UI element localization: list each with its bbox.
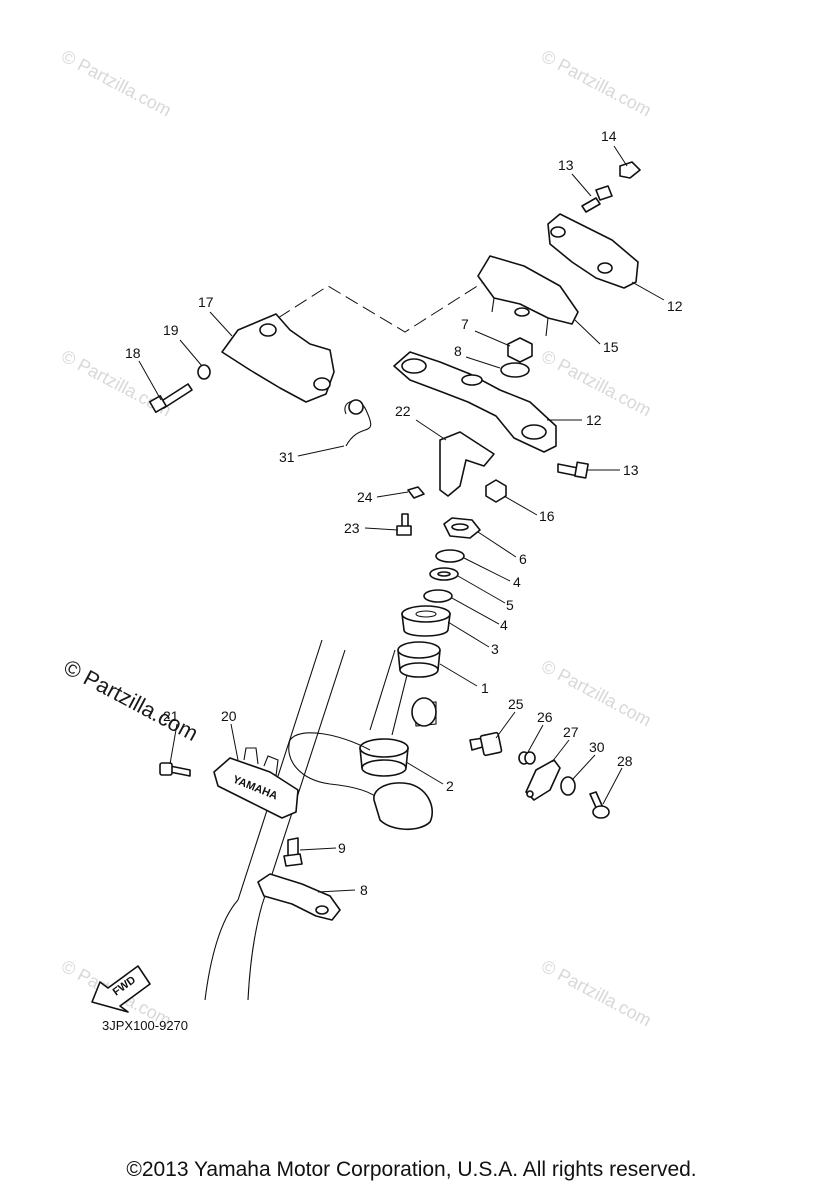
callout-26: 25 [508,696,524,712]
part-4-washer-lower [423,589,453,603]
part-13-holder-cover [547,213,639,289]
callout-16: 15 [603,339,619,355]
watermark-large: © Partzilla.com [60,654,203,746]
figure-code: 3JPX100-9270 [102,1018,188,1033]
part-24-bolt [396,513,412,536]
callout-5: 5 [506,597,514,613]
part-9-guide [257,873,341,921]
copyright-notice: ©2013 Yamaha Motor Corporation, U.S.A. A… [126,1158,697,1181]
part-30-collar [560,776,576,796]
watermark-group: © Partzilla.com © Partzilla.com © Partzi… [58,46,654,1031]
part-16-handlebar-holder [477,255,579,337]
callout-17: 16 [539,508,555,524]
part-4-washer-upper [435,549,465,563]
callout-15: 14 [601,128,617,144]
part-14-bolt [581,185,613,213]
part-17-nut [485,479,507,503]
steering-stem [288,697,437,831]
part-15-cap [619,161,641,179]
part-20-washer [197,364,211,380]
callout-2: 2 [446,778,454,794]
callout-19: 18 [125,345,141,361]
part-2-bearing [359,738,409,777]
part-5-ring-nut [429,567,459,581]
part-28-plate [525,759,561,801]
callout-27: 26 [537,709,553,725]
watermark: © Partzilla.com [538,346,654,421]
part-7-nut [507,337,533,363]
callout-29: 28 [617,753,633,769]
part-10-bolt [283,837,303,867]
callout-12: 13 [623,462,639,478]
callout-1: 1 [481,680,489,696]
part-3-bearing-cover [401,605,451,637]
part-8-washer [500,362,530,378]
part-29-bolt [589,791,610,819]
callout-10: 9 [338,840,346,856]
callout-18: 17 [198,294,214,310]
watermark: © Partzilla.com [538,46,654,121]
part-27-spring [518,751,536,765]
callout-14: 13 [558,157,574,173]
watermark: © Partzilla.com [538,956,654,1031]
part-11-upper-bracket [393,351,557,453]
assembly-dashed-line [277,282,483,333]
watermark: © Partzilla.com [538,656,654,731]
callout-21: 20 [221,708,237,724]
part-18-handlebar-holder [221,313,335,403]
part-22-bolt [159,762,191,777]
callout-7: 7 [461,316,469,332]
callout-22: 21 [163,708,179,724]
callout-8: 8 [454,343,462,359]
callout-24: 23 [344,520,360,536]
callout-4-upper: 4 [513,574,521,590]
callout-3: 3 [491,641,499,657]
callout-11: 12 [586,412,602,428]
callout-13: 12 [667,298,683,314]
callout-30: 30 [589,739,605,755]
part-26-bolt [469,731,503,757]
callout-6: 6 [519,551,527,567]
part-21-crown-emblem: YAMAHA [213,747,299,819]
callout-4-lower: 4 [500,617,508,633]
leader-lines [138,145,665,893]
callout-25: 24 [357,489,373,505]
callout-20: 19 [163,322,179,338]
part-12-bolt [557,461,589,479]
callout-9: 8 [360,882,368,898]
callout-labels: 14 13 12 15 7 8 12 13 17 19 18 31 22 24 … [125,128,683,898]
part-6-ring-nut [443,517,481,539]
part-31-wire-clamp [344,399,372,447]
part-1-bearing [397,641,441,678]
callout-28: 27 [563,724,579,740]
callout-31: 31 [279,449,295,465]
part-23-bracket [439,431,495,497]
part-19-bolt [149,383,193,413]
part-25-nut [407,486,425,499]
fork-tube-outlines [204,639,413,1001]
watermark: © Partzilla.com [58,46,174,121]
callout-23: 22 [395,403,411,419]
